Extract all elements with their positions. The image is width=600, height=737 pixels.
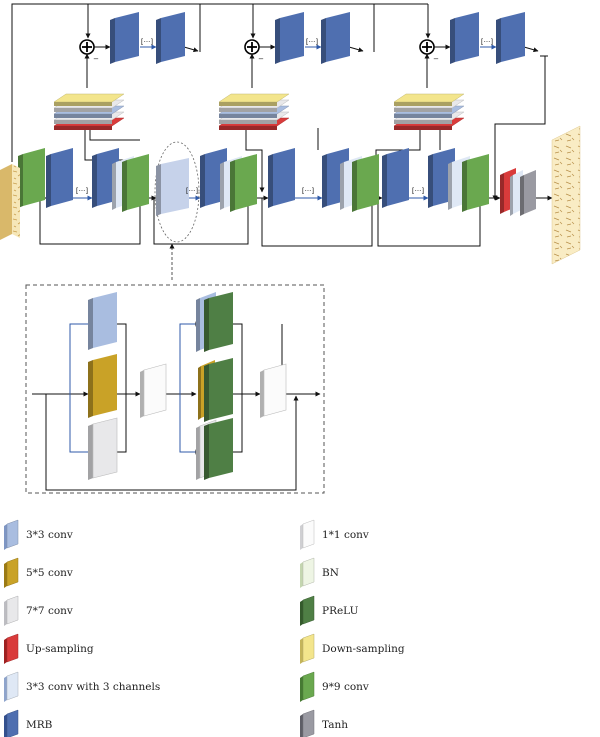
minus-sign-3: −: [433, 55, 439, 63]
d-br-bot: [69, 394, 95, 455]
top-mrb-1-b: [156, 12, 185, 64]
d-residual: [45, 394, 299, 491]
d-br-top: [69, 321, 95, 394]
legend-item-10: 9*9 conv: [300, 671, 369, 702]
sum-node-2: [244, 39, 260, 55]
legend-item-7: Up-sampling: [4, 633, 94, 664]
ellipsis-top-3: [···]: [481, 38, 493, 46]
detail-b-prelu-1: [204, 292, 233, 352]
detail-b-prelu-3: [204, 418, 233, 480]
ellipsis-top-2: [···]: [306, 38, 318, 46]
legend-label: 3*3 conv: [26, 529, 73, 541]
legend-label: MRB: [26, 719, 53, 731]
sum-node-1: [79, 39, 95, 55]
top-mrb-1-a: [110, 12, 139, 64]
scale-stack-1: [53, 93, 125, 130]
legend-item-2: 1*1 conv: [300, 519, 369, 550]
main-mrb-4: [268, 148, 295, 208]
ellipsis-main-3: [···]: [302, 187, 314, 195]
diagram-labels: − [···] − [···] − [···] [···] [···] [···] [···]: [76, 38, 493, 195]
legend-label: 5*5 conv: [26, 567, 73, 579]
legend-item-3: 5*5 conv: [4, 557, 73, 588]
legend-label: Tanh: [322, 719, 348, 731]
scale-stack-3: [393, 93, 465, 130]
main-conv9-2: [230, 154, 257, 212]
detail-conv3: [88, 292, 117, 350]
legend-item-8: Down-sampling: [300, 633, 405, 664]
d-bj2: [232, 394, 243, 453]
legend-label: 1*1 conv: [322, 529, 369, 541]
highlighted-block: [154, 141, 200, 243]
legend-label: PReLU: [322, 605, 359, 617]
detail-conv1-a: [140, 363, 167, 418]
legend-item-1: 3*3 conv: [4, 519, 73, 550]
d-b-top: [179, 321, 201, 394]
skip-loop-4: [377, 197, 483, 247]
ellipsis-top-1: [···]: [141, 38, 153, 46]
top-mrb-2-b: [321, 12, 350, 64]
legend-label: 7*7 conv: [26, 605, 73, 617]
skip-loop-1: [39, 197, 143, 245]
sum-node-3: [419, 39, 435, 55]
d-j1: [116, 323, 127, 394]
legend-label: Up-sampling: [26, 643, 94, 655]
legend-label: 9*9 conv: [322, 681, 369, 693]
detail-conv5: [88, 354, 117, 418]
ellipsis-main-1: [···]: [76, 187, 88, 195]
top-mrb-2-a: [275, 12, 304, 64]
main-conv9-3: [352, 154, 379, 212]
link-mrb-out-1: [183, 46, 199, 53]
mrb-detail-frame: [25, 284, 325, 494]
output-image: [551, 125, 581, 265]
link-mrb-out-3: [523, 46, 539, 53]
output-tanh: [520, 170, 536, 216]
ellipsis-main-4: [···]: [412, 187, 424, 195]
top-mrb-3-b: [496, 12, 525, 64]
connection-lines: [11, 3, 553, 494]
legend-label: 3*3 conv with 3 channels: [26, 681, 160, 693]
input-output-images: [0, 125, 581, 265]
minus-sign-2: −: [258, 55, 264, 63]
legend-item-4: BN: [300, 557, 339, 588]
link-mrb-out-2: [348, 46, 364, 53]
input-conv9: [18, 148, 45, 208]
legend-item-11: MRB: [4, 709, 53, 737]
d-j2: [116, 394, 127, 453]
top-bus: [11, 3, 428, 162]
d-b-bot: [179, 394, 201, 455]
main-mrb-1: [46, 148, 73, 208]
skip-loop-2: [153, 197, 251, 245]
legend-item-12: Tanh: [300, 709, 348, 737]
legend-item-6: PReLU: [300, 595, 359, 626]
highlighted-mrb: [156, 158, 189, 216]
scale-stack-2: [218, 93, 290, 130]
main-conv9-1: [122, 154, 149, 212]
detail-b-prelu-2: [204, 358, 233, 422]
legend-label: Down-sampling: [322, 643, 405, 655]
d-bj1: [232, 323, 243, 394]
detail-conv7: [88, 417, 118, 480]
legend-label: BN: [322, 567, 339, 579]
ellipsis-main-2: [···]: [186, 187, 198, 195]
main-conv9-4: [462, 154, 489, 212]
legend: 3*3 conv 1*1 conv 5*5 conv BN 7*7 conv PReLU U…: [4, 519, 405, 737]
input-image: [0, 164, 20, 240]
legend-item-5: 7*7 conv: [4, 595, 73, 626]
minus-sign-1: −: [93, 55, 99, 63]
skip-loop-3: [261, 197, 375, 247]
right-down-line: [492, 56, 546, 201]
main-mrb-6: [382, 148, 409, 208]
legend-item-9: 3*3 conv with 3 channels: [4, 671, 160, 702]
network-blocks: [18, 12, 536, 480]
top-mrb-3-a: [450, 12, 479, 64]
stack2-to-main: [245, 128, 265, 193]
detail-conv1-b: [260, 363, 287, 418]
